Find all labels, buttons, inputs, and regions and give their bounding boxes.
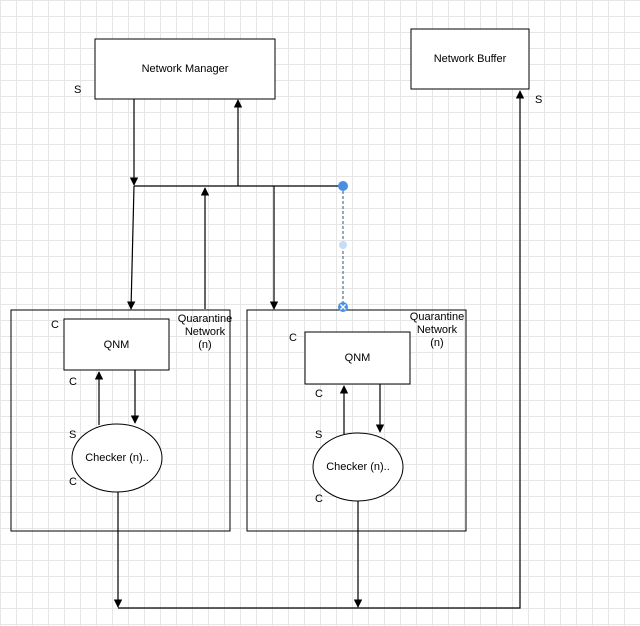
quarantine-left-line-2: Network [184,326,226,338]
network-buffer-label: Network Buffer [433,53,507,65]
quarantine-network-right-container[interactable] [246,309,467,532]
marker-c-left-qnm-top: C [51,319,59,331]
network-manager-label: Network Manager [141,63,229,75]
marker-s-buffer: S [535,94,543,106]
connector-bus-to-left-network[interactable] [126,185,136,310]
marker-s-manager: S [74,84,82,96]
marker-c-left-checker: C [69,476,77,488]
network-manager-box[interactable] [94,38,276,100]
marker-c-right-qnm-top: C [289,332,297,344]
quarantine-network-left-container[interactable] [10,309,231,532]
marker-c-right-qnm-bottom: C [315,388,323,400]
qnm-left-label: QNM [103,338,130,351]
connector-bottom-to-buffer[interactable] [118,90,525,609]
marker-c-left-qnm-bottom: C [69,376,77,388]
quarantine-left-line-3: (n) [198,339,212,351]
quarantine-left-label: Quarantine Network (n) [172,313,238,352]
marker-s-left-checker: S [69,429,77,441]
marker-s-right-checker: S [315,429,323,441]
network-buffer-box[interactable] [410,28,530,90]
quarantine-right-line-2: Network [416,324,458,336]
quarantine-left-line-1: Quarantine [177,313,233,325]
qnm-left-box[interactable] [63,318,170,371]
checker-left-label: Checker (n).. [85,452,149,464]
selection-handle-top[interactable] [338,181,348,191]
quarantine-right-label: Quarantine Network (n) [404,311,470,350]
quarantine-right-line-1: Quarantine [409,311,465,323]
checker-left-ellipse[interactable] [71,423,163,493]
marker-c-right-checker: C [315,493,323,505]
selection-handle-x-icon [340,304,346,310]
selection-handle-mid[interactable] [339,241,347,249]
checker-right-label: Checker (n).. [326,461,390,473]
qnm-right-box[interactable] [304,331,411,385]
quarantine-right-line-3: (n) [430,337,444,349]
qnm-right-label: QNM [344,352,371,364]
